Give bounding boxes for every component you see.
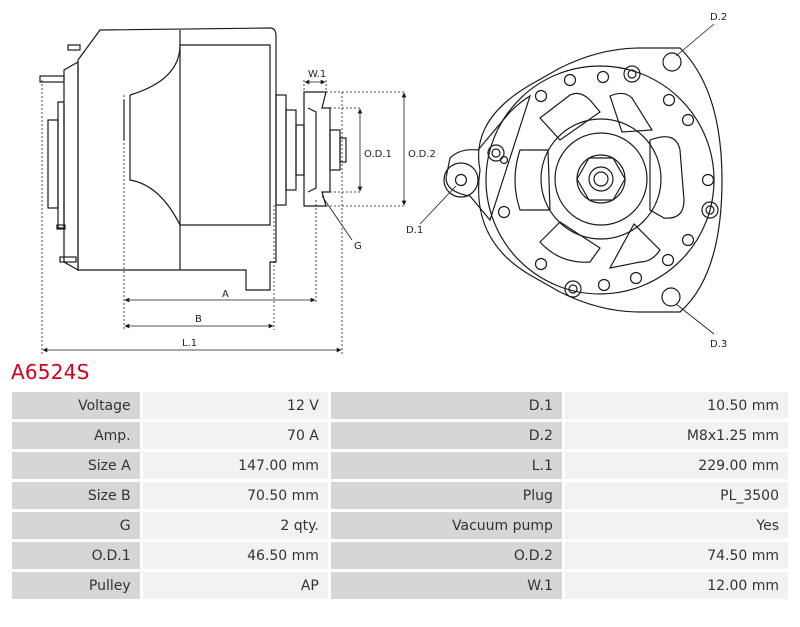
spec-label: Size A [12,452,140,479]
spec-label: L.1 [330,452,562,479]
d1-label: D.1 [406,225,423,236]
od2-label: O.D.2 [408,149,436,160]
spec-label: Plug [330,482,562,509]
spec-value: 46.50 mm [142,542,328,569]
spec-label: G [12,512,140,539]
g-label: G [354,241,362,252]
spec-row: Size B 70.50 mm Plug PL_3500 [12,482,788,509]
spec-value: Yes [564,512,788,539]
front-view-leaders [419,23,715,335]
spec-label: Vacuum pump [330,512,562,539]
spec-label: Amp. [12,422,140,449]
spec-value: 12.00 mm [564,572,788,599]
spec-value: M8x1.25 mm [564,422,788,449]
spec-label: D.1 [330,392,562,419]
spec-label: D.2 [330,422,562,449]
b-label: B [195,314,202,325]
spec-value: 2 qty. [142,512,328,539]
spec-label: Voltage [12,392,140,419]
spec-row: Voltage 12 V D.1 10.50 mm [12,392,788,419]
d3-label: D.3 [710,339,727,350]
spec-value: 12 V [142,392,328,419]
l1-label: L.1 [182,338,197,349]
spec-value: 70 A [142,422,328,449]
alternator-front-view [443,47,723,313]
spec-row: Pulley AP W.1 12.00 mm [12,572,788,599]
spec-value: AP [142,572,328,599]
a-label: A [222,289,229,300]
part-number-title: A6524S [11,360,90,384]
spec-label: O.D.2 [330,542,562,569]
spec-value: 74.50 mm [564,542,788,569]
spec-label: Pulley [12,572,140,599]
od1-label: O.D.1 [364,149,392,160]
spec-value: 10.50 mm [564,392,788,419]
alternator-side-view [39,27,347,291]
w1-label: W.1 [308,69,326,80]
spec-value: 70.50 mm [142,482,328,509]
alternator-technical-drawing: W.1 O.D.1 O.D.2 G A B L.1 [39,12,727,354]
spec-label: W.1 [330,572,562,599]
spec-row: O.D.1 46.50 mm O.D.2 74.50 mm [12,542,788,569]
spec-row: Amp. 70 A D.2 M8x1.25 mm [12,422,788,449]
spec-value: 229.00 mm [564,452,788,479]
specifications-table: Voltage 12 V D.1 10.50 mm Amp. 70 A D.2 … [9,389,791,602]
spec-value: PL_3500 [564,482,788,509]
spec-row: Size A 147.00 mm L.1 229.00 mm [12,452,788,479]
spec-value: 147.00 mm [142,452,328,479]
d2-label: D.2 [710,12,727,23]
spec-label: O.D.1 [12,542,140,569]
spec-row: G 2 qty. Vacuum pump Yes [12,512,788,539]
spec-label: Size B [12,482,140,509]
side-view-dimensions [41,79,407,354]
